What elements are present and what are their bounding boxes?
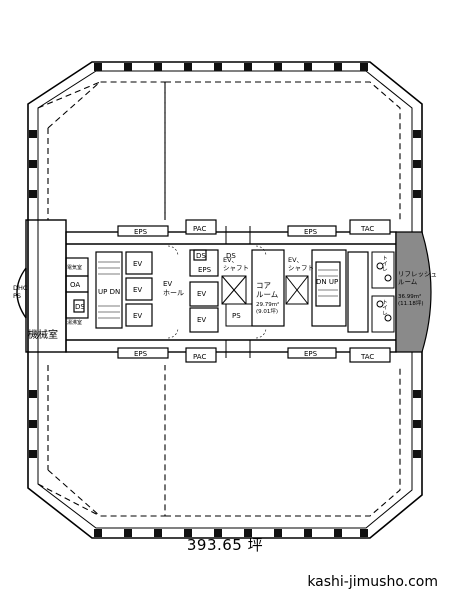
ds-label-left: DS (75, 303, 85, 311)
ev-label-3: EV (133, 312, 142, 320)
eps-label-top-left: EPS (134, 228, 148, 236)
refresh-room (395, 231, 432, 353)
ev-shaft-label-left: EV、シャフト (223, 256, 249, 272)
ps-label: PS (232, 312, 241, 320)
dnup-label: DN UP (316, 278, 338, 286)
refresh-room-label: リフレッシュルーム (398, 270, 437, 286)
updn-label: UP DN (98, 288, 120, 296)
eps-label-bottom-right: EPS (304, 350, 318, 358)
ev-shaft-label-right: EV、シャフト (288, 256, 314, 272)
tac-label-top: TAC (360, 225, 374, 233)
inner-wall-outline (37, 70, 413, 529)
toilet-label-lower: トイレ (381, 299, 388, 316)
floor-area: 393.65 坪 (186, 536, 264, 554)
machine-room-label: 機械室 (28, 328, 58, 341)
eps-label-core: EPS (198, 266, 212, 274)
dhc-ps-bay (16, 267, 27, 319)
ev-label-5: EV (197, 316, 206, 324)
site-name: kashi-jimusho.com (307, 574, 438, 590)
ev-label-2: EV (133, 286, 142, 294)
ev-label-4: EV (197, 290, 206, 298)
dashed-zone-bottom (47, 365, 166, 517)
small-room-label-2: 湯沸室 (67, 319, 82, 326)
ds-label-2: DS (226, 252, 236, 260)
refresh-room-area: 36.99m²(11.18坪) (398, 293, 424, 307)
toilet-label-upper: トイレ (381, 255, 388, 272)
columns (29, 63, 421, 537)
pac-label-bottom: PAC (193, 353, 206, 361)
core-room-area: 29.79m²(9.01坪) (256, 301, 279, 315)
ds-label-1: DS (196, 252, 206, 260)
building-outline (27, 61, 423, 539)
dashed-zone-top (47, 81, 166, 220)
eps-label-top-right: EPS (304, 228, 318, 236)
oa-label: OA (70, 281, 80, 289)
pac-label-top: PAC (193, 225, 206, 233)
small-room-label-1: 電気室 (67, 264, 82, 271)
tac-label-bottom: TAC (360, 353, 374, 361)
core-room-label: コアルーム (256, 281, 278, 299)
eps-label-bottom-left: EPS (134, 350, 148, 358)
ev-label-1: EV (133, 260, 142, 268)
